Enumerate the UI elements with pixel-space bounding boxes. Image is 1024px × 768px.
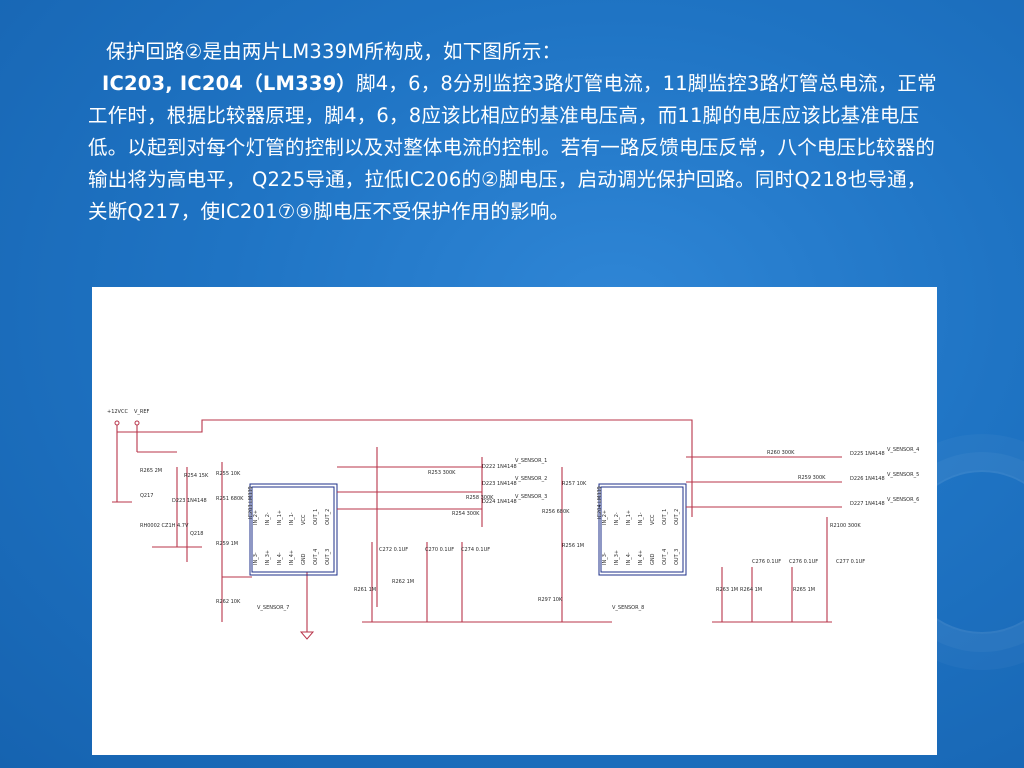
ic204-pin-bot-0: IN_3- [602, 552, 608, 565]
resistor-r261: R261 1M [354, 587, 376, 593]
resistor-r264: R264 1M [740, 587, 762, 593]
resistor-r255: R255 10K [216, 471, 241, 477]
sensor-3-label: V_SENSOR_3 [515, 494, 547, 500]
schematic-panel: +12VCC V_REF R265 2M R254 15K Q217 D223 … [92, 287, 937, 755]
ic203-pin-top-6: OUT_2 [325, 509, 331, 525]
left-resistor-column [221, 462, 252, 622]
ic204-chip: IC204 LM339 IN_2+ IN_2- IN_1+ IN_1- VCC … [597, 483, 687, 576]
capacitor-c277: C277 0.1UF [836, 559, 865, 565]
diode-d225: D225 1N4148 [850, 451, 885, 457]
ic204-pin-bot-4: GND [650, 553, 656, 565]
diode-d223-left: D223 1N4148 [172, 498, 207, 504]
ic204-pin-top-4: VCC [650, 514, 656, 525]
diode-d222: D222 1N4148 [482, 464, 517, 470]
ic203-pin-bot-1: IN_3+ [265, 550, 271, 565]
resistor-r262: R262 10K [216, 599, 241, 605]
resistor-r256b: R256 1M [562, 543, 584, 549]
transistor-q217: Q217 [140, 493, 153, 499]
resistor-r263: R263 1M [716, 587, 738, 593]
ic203-pin-bot-5: OUT_4 [313, 549, 319, 565]
ic203-name: IC203 LM339 [248, 486, 254, 519]
ic203-pin-top-5: OUT_1 [313, 509, 319, 525]
resistor-r257: R257 10K [562, 481, 587, 487]
diode-d224: D224 1N4148 [482, 499, 517, 505]
sensor-8-label: V_SENSOR_8 [612, 605, 644, 611]
right-section-wires [686, 456, 842, 623]
diode-d226: D226 1N4148 [850, 476, 885, 482]
ic204-pin-top-6: OUT_2 [674, 509, 680, 525]
sensor-5-label: V_SENSOR_5 [887, 472, 919, 478]
sensor-6-label: V_SENSOR_6 [887, 497, 919, 503]
left-block-wires [112, 451, 202, 562]
resistor-r265: R265 2M [140, 468, 162, 474]
resistor-r254b: R254 300K [452, 511, 480, 517]
power-rail-wire [116, 419, 693, 517]
transistor-q218: Q218 [190, 531, 203, 537]
diode-d227: D227 1N4148 [850, 501, 885, 507]
ic203-pin-bot-6: OUT_3 [325, 549, 331, 565]
intro-line: 保护回路②是由两片LM339M所构成，如下图所示： [106, 40, 562, 63]
vcc-terminal [114, 420, 120, 426]
ic203-pin-bot-3: IN_4+ [289, 550, 295, 565]
capacitor-c276b: C276 0.1UF [789, 559, 818, 565]
resistor-r297: R297 10K [538, 597, 563, 603]
ic204-name: IC204 LM339 [597, 486, 603, 519]
ic-lead: IC203, IC204（LM339） [102, 72, 357, 95]
description-paragraph: IC203, IC204（LM339）脚4，6，8分别监控3路灯管电流，11脚监… [88, 68, 938, 228]
ic203-pin-top-2: IN_1+ [277, 510, 283, 525]
resistor-r254: R254 15K [184, 473, 209, 479]
vref-terminal [134, 420, 140, 426]
ground-symbol [299, 631, 315, 640]
zener-label: RH0002 CZ1H 4.7V [140, 523, 189, 529]
sensor-2-label: V_SENSOR_2 [515, 476, 547, 482]
ic204-pin-bot-5: OUT_4 [662, 549, 668, 565]
ic203-pin-top-0: IN_2+ [253, 510, 259, 525]
ic204-pin-bot-2: IN_4- [626, 552, 632, 565]
resistor-r259: R259 1M [216, 541, 238, 547]
resistor-r259b: R259 300K [798, 475, 826, 481]
ic203-pin-bot-4: GND [301, 553, 307, 565]
capacitor-wires-middle [362, 542, 612, 623]
description-body: 脚4，6，8分别监控3路灯管电流，11脚监控3路灯管总电流，正常工作时，根据比较… [88, 72, 937, 223]
ic204-pin-top-0: IN_2+ [602, 510, 608, 525]
ic203-pin-top-3: IN_1- [289, 512, 295, 525]
diode-d223: D223 1N4148 [482, 481, 517, 487]
resistor-r265b: R265 1M [793, 587, 815, 593]
capacitor-c272: C272 0.1UF [379, 547, 408, 553]
capacitor-c276: C276 0.1UF [752, 559, 781, 565]
resistor-r2100: R2100 300K [830, 523, 861, 529]
sensor-4-label: V_SENSOR_4 [887, 447, 919, 453]
capacitor-c274: C274 0.1UF [461, 547, 490, 553]
resistor-r260: R260 300K [767, 450, 795, 456]
resistor-r262b: R262 1M [392, 579, 414, 585]
power-label-12vcc: +12VCC [107, 409, 128, 415]
ic203-pin-bot-2: IN_4- [277, 552, 283, 565]
ic204-pin-top-1: IN_2- [614, 512, 620, 525]
ic203-pin-top-4: VCC [301, 514, 307, 525]
power-label-vref: V_REF [134, 409, 150, 415]
ic204-pin-bot-6: OUT_3 [674, 549, 680, 565]
sensor-1-label: V_SENSOR_1 [515, 458, 547, 464]
resistor-r256: R256 680K [542, 509, 570, 515]
ic203-chip: IC203 LM339 IN_2+ IN_2- IN_1+ IN_1- VCC … [248, 483, 338, 576]
circuit-schematic: +12VCC V_REF R265 2M R254 15K Q217 D223 … [107, 409, 919, 640]
ic203-pin-bot-0: IN_3- [253, 552, 259, 565]
resistor-r258: R258 300K [466, 495, 494, 501]
capacitor-c270: C270 0.1UF [425, 547, 454, 553]
ic204-pin-bot-3: IN_4+ [638, 550, 644, 565]
middle-sensor-wires [337, 447, 483, 607]
ic204-pin-top-5: OUT_1 [662, 509, 668, 525]
description-text: 保护回路②是由两片LM339M所构成，如下图所示： IC203, IC204（L… [88, 36, 938, 228]
sensor-7-label: V_SENSOR_7 [257, 605, 289, 611]
ic204-pin-bot-1: IN_3+ [614, 550, 620, 565]
resistor-r251: R251 680K [216, 496, 244, 502]
ic204-pin-top-3: IN_1- [638, 512, 644, 525]
ic203-pin-top-1: IN_2- [265, 512, 271, 525]
ic204-pin-top-2: IN_1+ [626, 510, 632, 525]
resistor-r253: R253 300K [428, 470, 456, 476]
